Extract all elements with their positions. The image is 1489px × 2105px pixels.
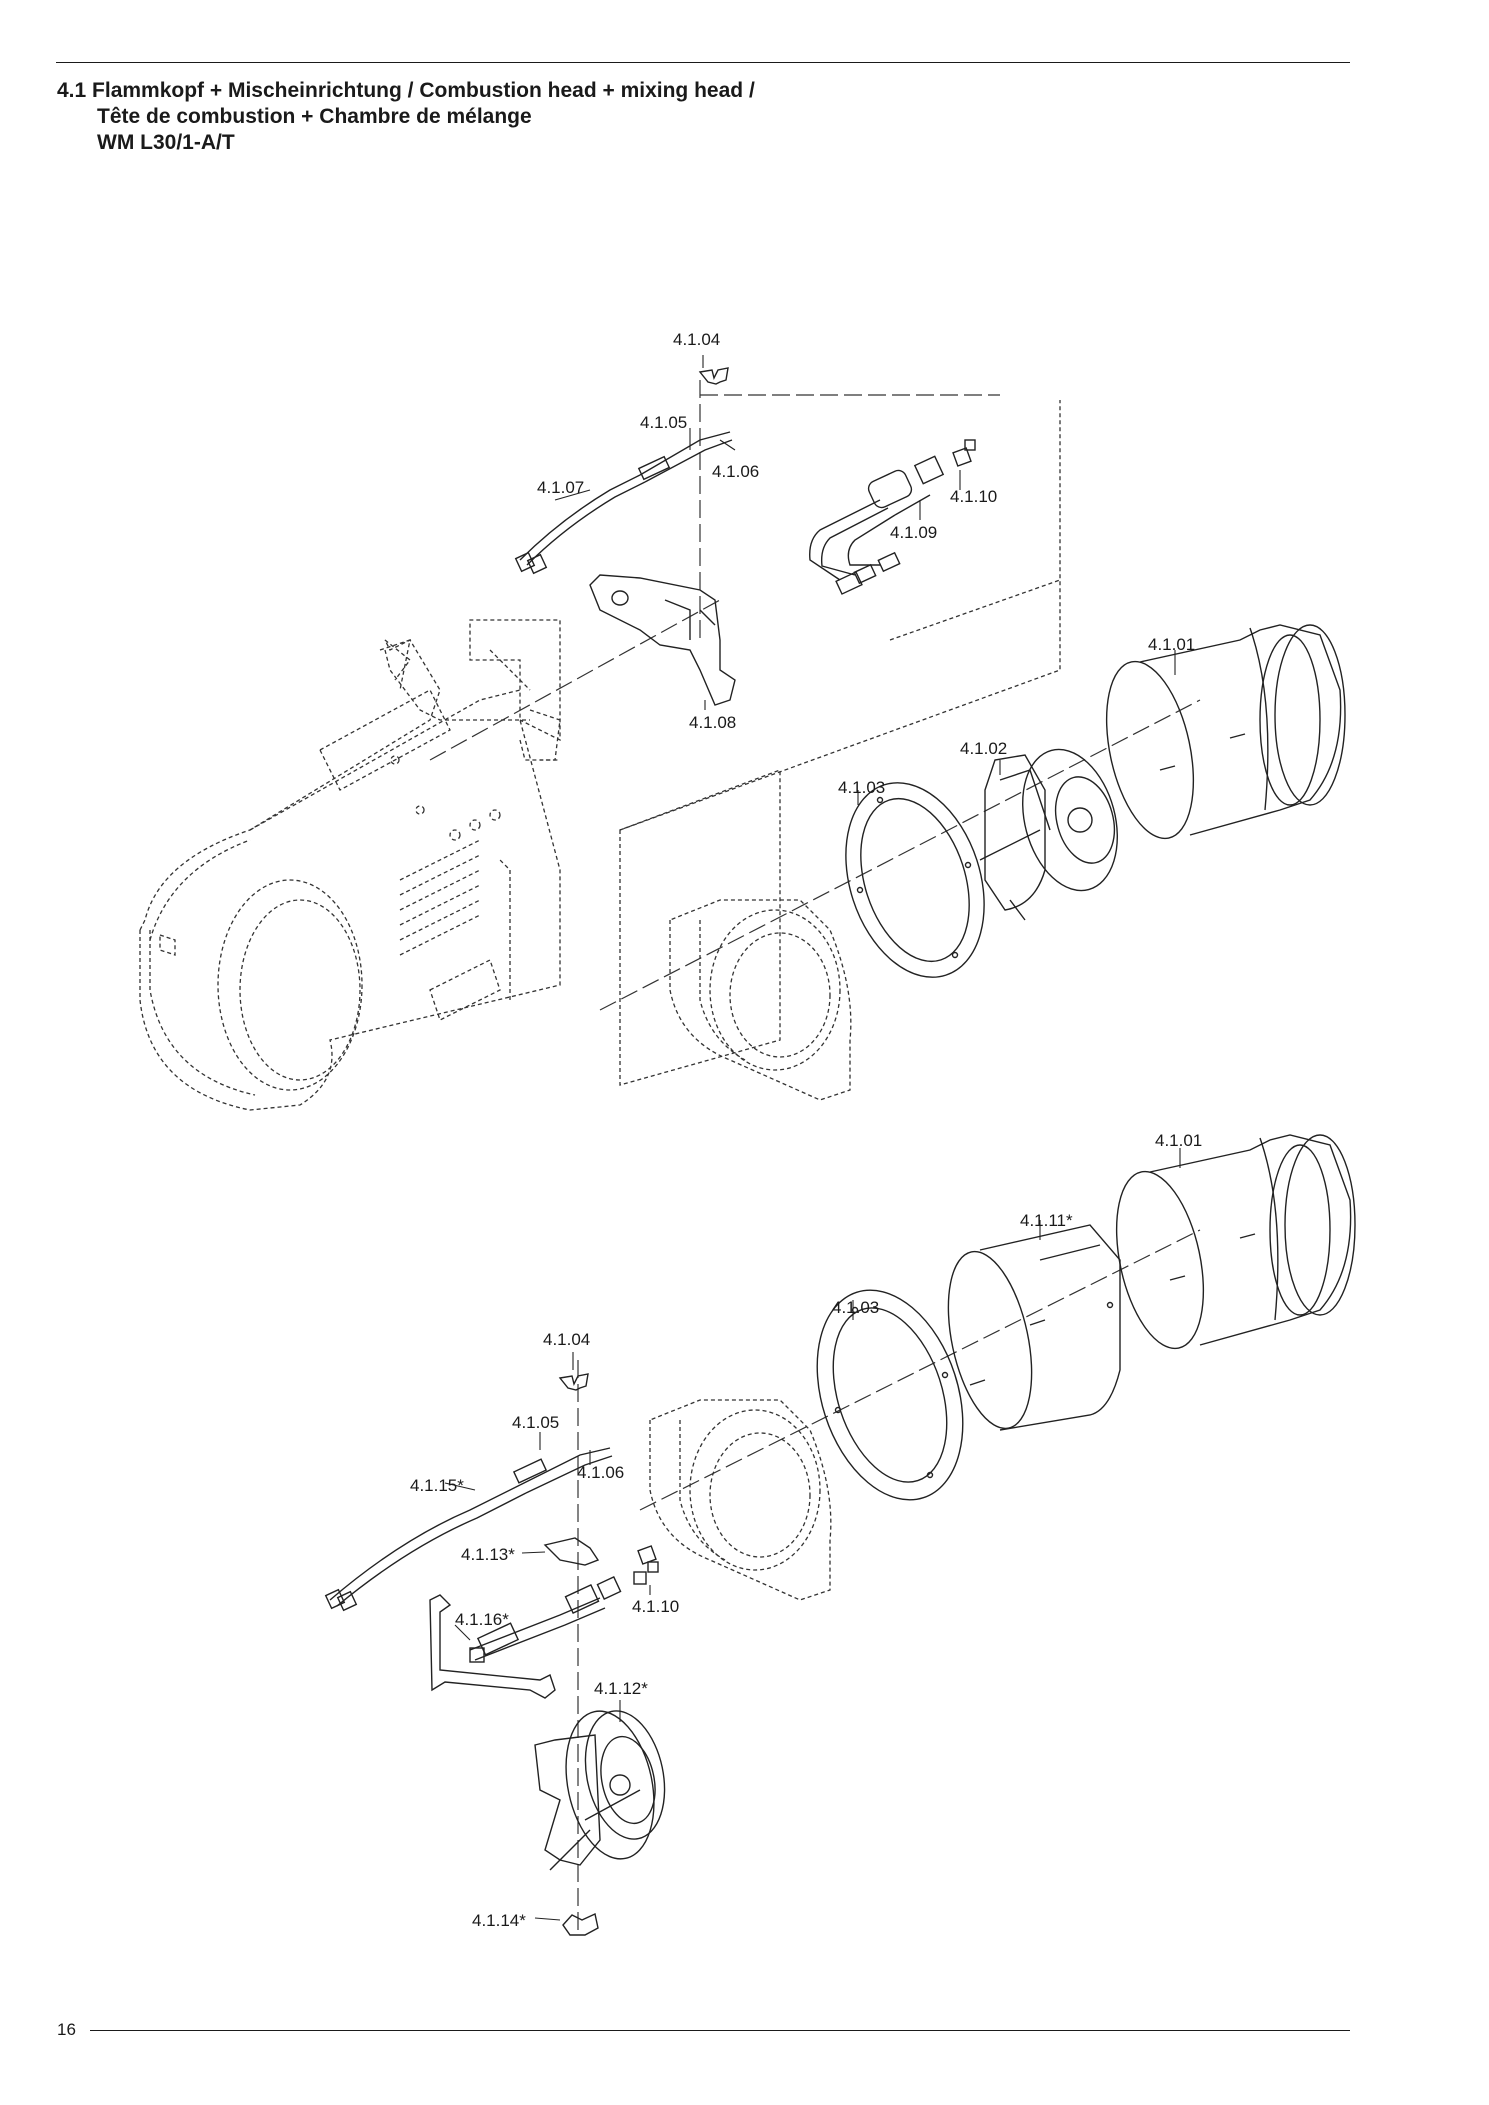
label-4-1-14: 4.1.14* xyxy=(472,1911,526,1930)
bottom-assembly xyxy=(324,1134,1356,1936)
part-labels: 4.1.04 4.1.05 4.1.06 4.1.07 4.1.08 4.1.0… xyxy=(410,330,1202,1930)
title-line-2: Tête de combustion + Chambre de mélange xyxy=(97,105,532,128)
label-4-1-08: 4.1.08 xyxy=(689,713,736,732)
label-4-1-04: 4.1.04 xyxy=(543,1330,590,1349)
label-4-1-01: 4.1.01 xyxy=(1155,1131,1202,1150)
top-rule xyxy=(56,62,1350,63)
mixing-head xyxy=(979,748,1118,921)
axis-line xyxy=(429,599,721,761)
guide-line xyxy=(889,579,1061,641)
gasket-ring xyxy=(845,782,985,978)
label-4-1-15: 4.1.15* xyxy=(410,1476,464,1495)
sleeve-tube xyxy=(947,1224,1121,1431)
nozzle-fitting xyxy=(952,439,976,467)
label-4-1-05: 4.1.05 xyxy=(640,413,687,432)
burner-housing xyxy=(139,619,561,1111)
clip-part xyxy=(558,1373,589,1391)
label-4-1-12: 4.1.12* xyxy=(594,1679,648,1698)
label-4-1-10: 4.1.10 xyxy=(632,1597,679,1616)
label-4-1-03: 4.1.03 xyxy=(832,1298,879,1317)
label-4-1-06: 4.1.06 xyxy=(577,1463,624,1482)
blast-tube xyxy=(1115,1134,1356,1350)
label-4-1-01: 4.1.01 xyxy=(1148,635,1195,654)
top-assembly xyxy=(139,367,1346,1111)
leader-lines xyxy=(444,355,1181,1921)
nozzle-assembly xyxy=(429,1576,622,1699)
label-4-1-03: 4.1.03 xyxy=(838,778,885,797)
label-4-1-04: 4.1.04 xyxy=(673,330,720,349)
axis-line xyxy=(599,699,1201,1011)
retaining-clip xyxy=(562,1912,599,1936)
page-number: 16 xyxy=(57,2020,76,2039)
bottom-rule xyxy=(90,2030,1350,2031)
label-4-1-05: 4.1.05 xyxy=(512,1413,559,1432)
label-4-1-13: 4.1.13* xyxy=(461,1545,515,1564)
mounting-plate xyxy=(669,899,852,1101)
gasket-ring xyxy=(816,1289,964,1501)
mixing-head xyxy=(534,1710,666,1871)
guide-line xyxy=(619,400,1061,831)
nozzle-fitting xyxy=(633,1545,659,1585)
title-line-1: 4.1 Flammkopf + Mischeinrichtung / Combu… xyxy=(57,79,755,102)
guide-frame xyxy=(619,769,781,1086)
blast-tube xyxy=(1105,624,1346,840)
label-4-1-06: 4.1.06 xyxy=(712,462,759,481)
title-line-3: WM L30/1-A/T xyxy=(97,131,235,154)
mounting-plate xyxy=(649,1399,832,1601)
clip-part xyxy=(698,367,729,385)
label-4-1-10: 4.1.10 xyxy=(950,487,997,506)
electrode-holder xyxy=(589,574,736,706)
electrode-bracket xyxy=(543,1537,600,1566)
label-4-1-07: 4.1.07 xyxy=(537,478,584,497)
label-4-1-02: 4.1.02 xyxy=(960,739,1007,758)
ignition-cable xyxy=(324,1447,613,1612)
page-title: 4.1 Flammkopf + Mischeinrichtung / Combu… xyxy=(57,78,755,156)
label-4-1-11: 4.1.11* xyxy=(1020,1211,1073,1230)
label-4-1-16: 4.1.16* xyxy=(455,1610,509,1629)
oil-lines xyxy=(809,455,945,595)
axis-line xyxy=(639,1229,1201,1511)
ignition-cable xyxy=(514,431,733,575)
label-4-1-09: 4.1.09 xyxy=(890,523,937,542)
